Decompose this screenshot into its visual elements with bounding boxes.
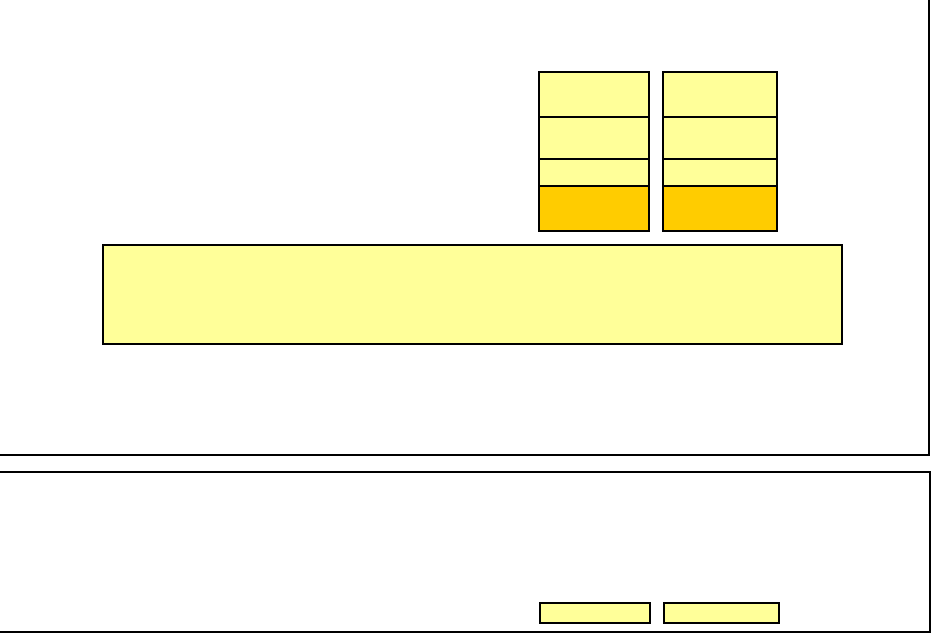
small-bar-left[interactable] xyxy=(539,602,651,624)
column-segment[interactable] xyxy=(664,158,776,185)
stacked-column-right[interactable] xyxy=(662,71,778,232)
column-segment[interactable] xyxy=(664,116,776,159)
column-segment[interactable] xyxy=(540,116,648,159)
slide-2-canvas[interactable] xyxy=(0,471,931,633)
column-segment-highlight[interactable] xyxy=(664,184,776,230)
small-bar-right[interactable] xyxy=(663,602,780,624)
banner-rectangle[interactable] xyxy=(102,244,843,345)
slide-1-canvas[interactable] xyxy=(0,0,930,456)
column-segment[interactable] xyxy=(664,73,776,117)
column-segment[interactable] xyxy=(540,158,648,185)
column-segment[interactable] xyxy=(540,73,648,117)
column-segment-highlight[interactable] xyxy=(540,184,648,230)
stacked-column-left[interactable] xyxy=(538,71,650,232)
